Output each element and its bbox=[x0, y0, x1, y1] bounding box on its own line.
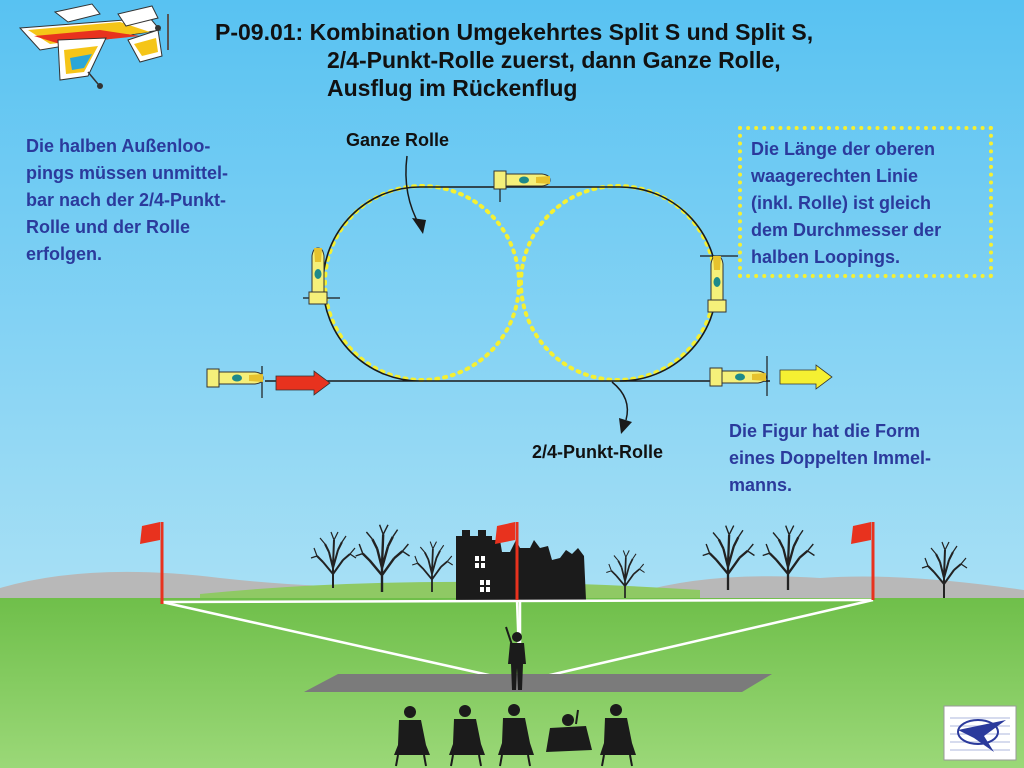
hill-right bbox=[620, 576, 1024, 600]
castle-ruin-icon bbox=[456, 530, 586, 602]
flag-icon bbox=[851, 522, 875, 600]
flight-path bbox=[265, 186, 718, 382]
note-right-line: halben Loopings. bbox=[751, 247, 900, 267]
note-left-line: bar nach der 2/4-Punkt- bbox=[26, 190, 227, 210]
spectator-silhouette-icon bbox=[498, 704, 534, 767]
faicon-logo-icon bbox=[943, 705, 1017, 761]
note-bottom: Die Figur hat die Form eines Doppelten I… bbox=[729, 418, 999, 499]
note-right-line: dem Durchmesser der bbox=[751, 220, 942, 240]
flag-icon bbox=[140, 522, 164, 604]
note-left-line: Rolle und der Rolle bbox=[26, 217, 191, 237]
note-bottom-line: eines Doppelten Immel- bbox=[729, 448, 932, 468]
red-arrow-icon bbox=[275, 370, 331, 396]
page-title: P-09.01: Kombination Umgekehrtes Split S… bbox=[215, 18, 1005, 102]
quarter-roll-pointer bbox=[611, 381, 629, 421]
note-right-line: (inkl. Rolle) ist gleich bbox=[751, 193, 932, 213]
airplane-icon bbox=[707, 255, 727, 313]
pilot-silhouette-icon bbox=[505, 626, 526, 690]
note-right-box: Die Länge der oberen waagerechten Linie … bbox=[738, 126, 993, 278]
note-right-line: Die Länge der oberen bbox=[751, 139, 936, 159]
note-bottom-line: Die Figur hat die Form bbox=[729, 421, 921, 441]
airplane-icon bbox=[308, 247, 328, 305]
runway bbox=[304, 674, 772, 692]
label-full-roll: Ganze Rolle bbox=[346, 130, 450, 150]
title-line-3: Ausflug im Rückenflug bbox=[327, 75, 578, 101]
note-left-line: erfolgen. bbox=[26, 244, 103, 264]
note-right-line: waagerechten Linie bbox=[751, 166, 919, 186]
airplane-icon bbox=[493, 170, 551, 190]
spectator-silhouette-icon bbox=[546, 709, 592, 752]
airplane-logo-icon bbox=[18, 3, 169, 89]
flag-icon bbox=[495, 522, 519, 600]
spectator-silhouette-icon bbox=[449, 705, 485, 767]
note-left-line: pings müssen unmittel- bbox=[26, 163, 229, 183]
spectator-silhouette-icon bbox=[394, 706, 430, 767]
sky bbox=[0, 0, 1024, 600]
note-bottom-line: manns. bbox=[729, 475, 793, 495]
label-quarter-roll: 2/4-Punkt-Rolle bbox=[532, 442, 664, 462]
airplane-icon bbox=[709, 367, 767, 387]
note-left: Die halben Außenloo- pings müssen unmitt… bbox=[26, 133, 288, 268]
spectator-silhouette-icon bbox=[600, 704, 636, 767]
title-line-1: P-09.01: Kombination Umgekehrtes Split S… bbox=[215, 19, 814, 45]
note-left-line: Die halben Außenloo- bbox=[26, 136, 211, 156]
airplane-icon bbox=[206, 368, 264, 388]
title-line-2: 2/4-Punkt-Rolle zuerst, dann Ganze Rolle… bbox=[327, 47, 781, 73]
yellow-arrow-icon bbox=[779, 364, 833, 390]
